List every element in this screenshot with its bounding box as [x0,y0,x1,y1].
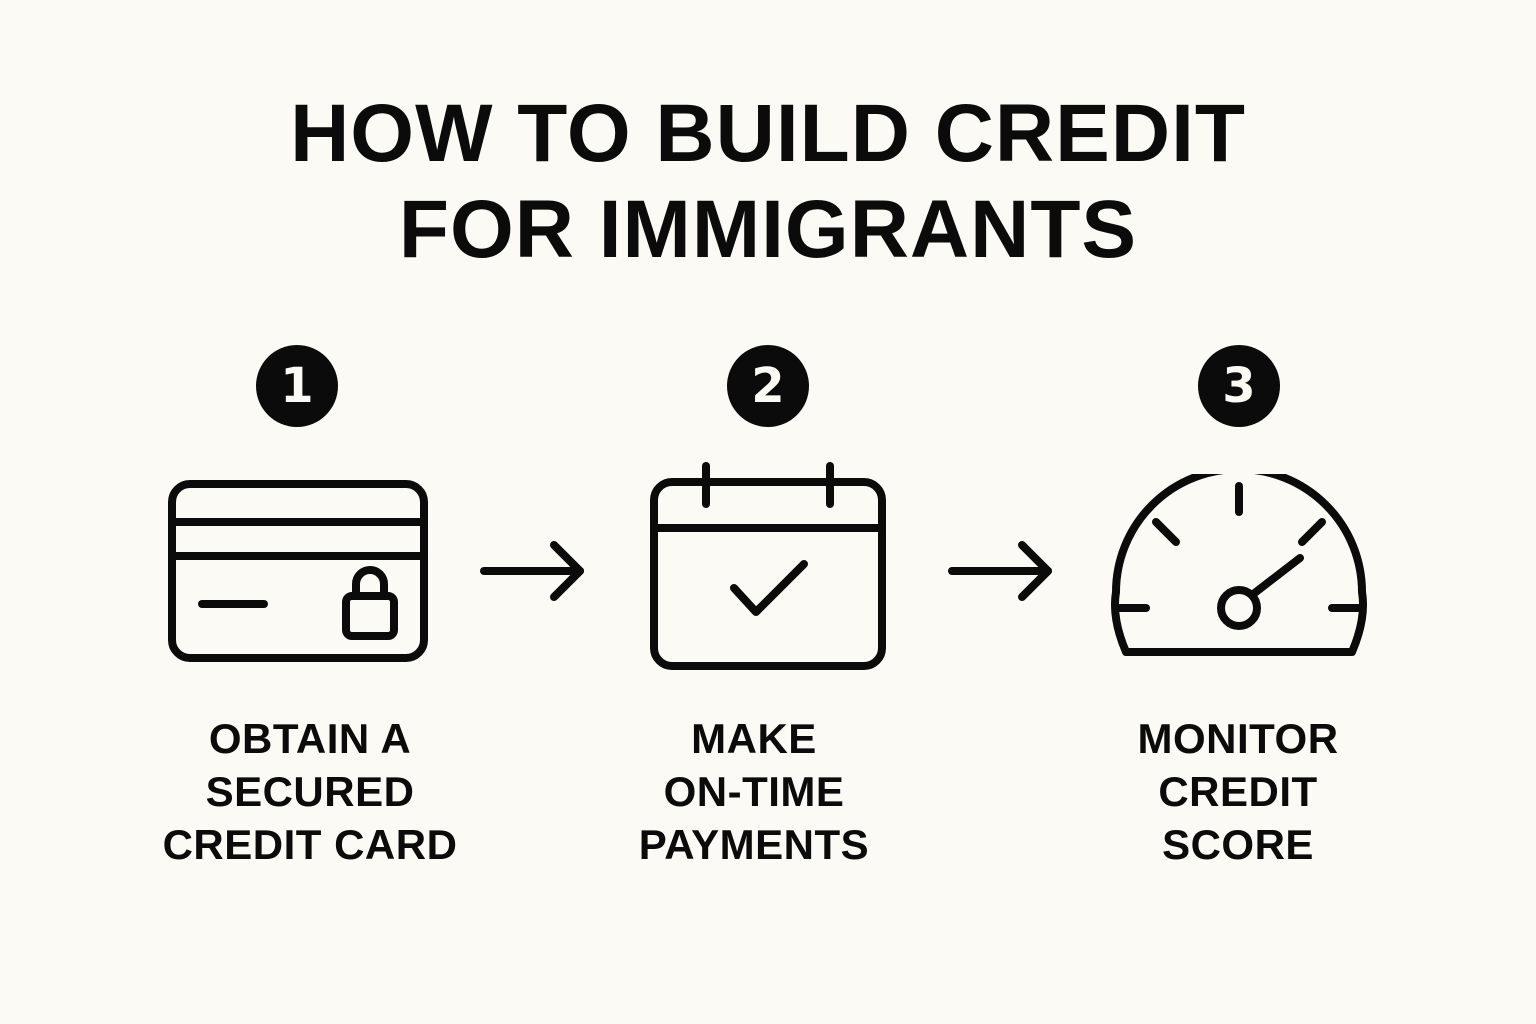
right-arrow-icon [480,541,584,601]
step-1-label-line-1: OBTAIN A [208,715,412,762]
step-1-label-line-2: SECURED [205,768,415,815]
step-2-label: MAKE ON-TIME PAYMENTS [544,712,964,871]
title-line-2: FOR IMMIGRANTS [398,184,1138,275]
step-3-label: MONITOR CREDIT SCORE [1028,712,1448,871]
step-1-number-badge: 1 [256,345,338,427]
secured-credit-card-icon [168,480,428,662]
step-2-label-line-2: ON-TIME [663,768,845,815]
step-2-label-line-1: MAKE [691,715,817,762]
step-3-label-line-2: CREDIT [1158,768,1318,815]
step-1-label-line-3: CREDIT CARD [162,821,458,868]
step-2-label-line-3: PAYMENTS [638,821,870,868]
title-line-1: HOW TO BUILD CREDIT [290,88,1246,179]
step-2-number-badge: 2 [727,345,809,427]
right-arrow-icon [948,541,1052,601]
calendar-check-icon [650,462,886,670]
speedometer-gauge-icon [1111,474,1367,656]
step-3-label-line-3: SCORE [1162,821,1314,868]
step-3-number-badge: 3 [1198,345,1280,427]
step-3-label-line-1: MONITOR [1137,715,1339,762]
step-1-label: OBTAIN A SECURED CREDIT CARD [100,712,520,871]
page-title: HOW TO BUILD CREDIT FOR IMMIGRANTS [0,86,1536,278]
